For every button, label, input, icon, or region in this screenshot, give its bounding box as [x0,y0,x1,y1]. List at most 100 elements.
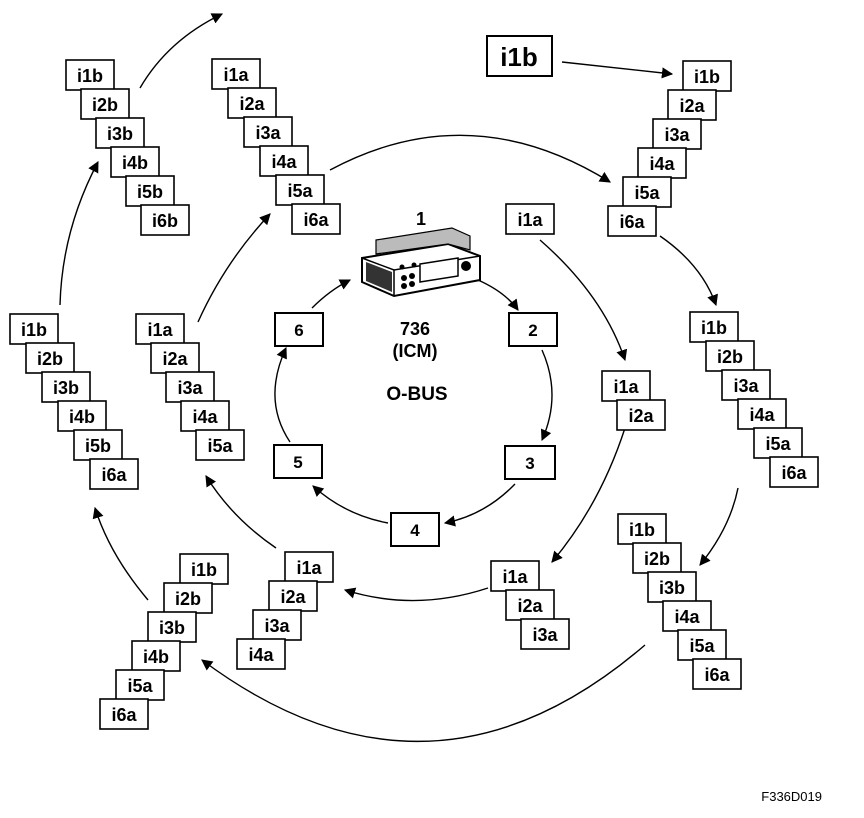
stack-item-label: i4a [674,607,700,627]
stack-item: i4a [259,145,309,177]
stack-item-box [195,429,245,461]
stack-item: i2b [705,340,755,372]
stack-item-label: i2b [37,349,63,369]
stack-item-label: i4a [248,645,274,665]
stack-item-label: i5a [127,676,153,696]
stack-item: i2b [632,542,682,574]
stack-item-box [607,205,657,237]
step-label: 2 [528,321,537,340]
arrow-outerl-to-topleft [59,161,99,306]
stack-item: i5a [753,427,803,459]
stack-item: i5b [73,429,123,461]
stack-item-box [677,629,727,661]
stack-item: i2a [667,89,717,121]
stack-item: i3b [147,611,197,643]
stack-item: i5a [622,176,672,208]
stack-item-label: i3b [107,124,133,144]
arrow-module-to-step2 [477,279,519,311]
arrow-innerr2-to-innerr3 [551,427,626,563]
stack-item: i6a [291,203,341,235]
stack-item: i4b [57,400,107,432]
stack-item-label: i3a [264,616,290,636]
stack-item-label: i4b [122,153,148,173]
stack-item-label: i3b [659,578,685,598]
stack-item-label: i3a [733,376,759,396]
signal-stacks: i1bi2bi3bi4bi5bi6bi1ai2ai3ai4ai5ai6ai1bi… [9,58,819,730]
stack-item: i4a [236,638,286,670]
stack-item-label: i3a [664,125,690,145]
stack-item: i6a [769,456,819,488]
stack-item: i6a [99,698,149,730]
big-i1b-label: i1b [500,42,538,72]
stack-item-box [110,146,160,178]
stack-item-label: i1b [701,318,727,338]
stack-item-box [180,400,230,432]
stack-item-box [505,203,555,235]
stack-item-box [632,542,682,574]
stack-item: i3a [721,369,771,401]
stack-item: i4b [131,640,181,672]
stack-item: i3a [520,618,570,650]
stack-item-box [140,204,190,236]
stack-item: i1b [9,313,59,345]
stack-item: i1a [490,560,540,592]
stack-item-box [80,88,130,120]
stack-item-label: i1b [191,560,217,580]
stack-item-label: i1a [613,377,639,397]
stack-item: i5a [677,629,727,661]
stack-item-label: i2b [92,95,118,115]
stack-item-label: i4b [69,407,95,427]
stack-item-box [692,658,742,690]
stack-item-box [227,87,277,119]
stack-item-box [662,600,712,632]
arrow-outerr2-to-outerbl [201,644,646,743]
stack-item: i2a [505,589,555,621]
stack-item-label: i6a [111,705,137,725]
module-name: (ICM) [393,341,438,361]
stack-item-box [737,398,787,430]
stack-item: i6a [89,458,139,490]
step-label: 6 [294,321,303,340]
stack-item-box [165,371,215,403]
stack-item-box [236,638,286,670]
stack-item: i1a [601,370,651,402]
stack-item-label: i6a [101,465,127,485]
stack-item: i5a [115,669,165,701]
arrow-step3-to-step4 [443,483,516,527]
stack-item-label: i2a [679,96,705,116]
step-box-6: 6 [274,312,324,347]
stack-item: i1b [179,553,229,585]
bus-label: O-BUS [386,384,447,405]
stack-item-label: i2a [517,596,543,616]
stack-item: i1a [211,58,261,90]
arrow-innerr3-to-innerb [343,587,489,602]
stack-item-box [57,400,107,432]
stack-item: i3b [95,117,145,149]
icm-module-icon [361,227,481,298]
stack-item: i6a [692,658,742,690]
stack-item: i1a [135,313,185,345]
stack-item-box [252,609,302,641]
stack-item-label: i1b [21,320,47,340]
stack-item-label: i2a [239,94,265,114]
stack-item-label: i1b [694,67,720,87]
stack-item-label: i4a [649,154,675,174]
stack-item: i1a [505,203,555,235]
stack-item-label: i2b [644,549,670,569]
stack-item: i4a [737,398,787,430]
arrow-big-to-topright [561,61,674,79]
stack-item-label: i5a [634,183,660,203]
stack-item-box [99,698,149,730]
stack-item-label: i5a [207,436,233,456]
stack-item-label: i5a [689,636,715,656]
arrow-step2-to-step3 [540,349,553,442]
arrow-innerb-to-innerl [205,475,277,549]
stack-item-label: i4a [271,152,297,172]
